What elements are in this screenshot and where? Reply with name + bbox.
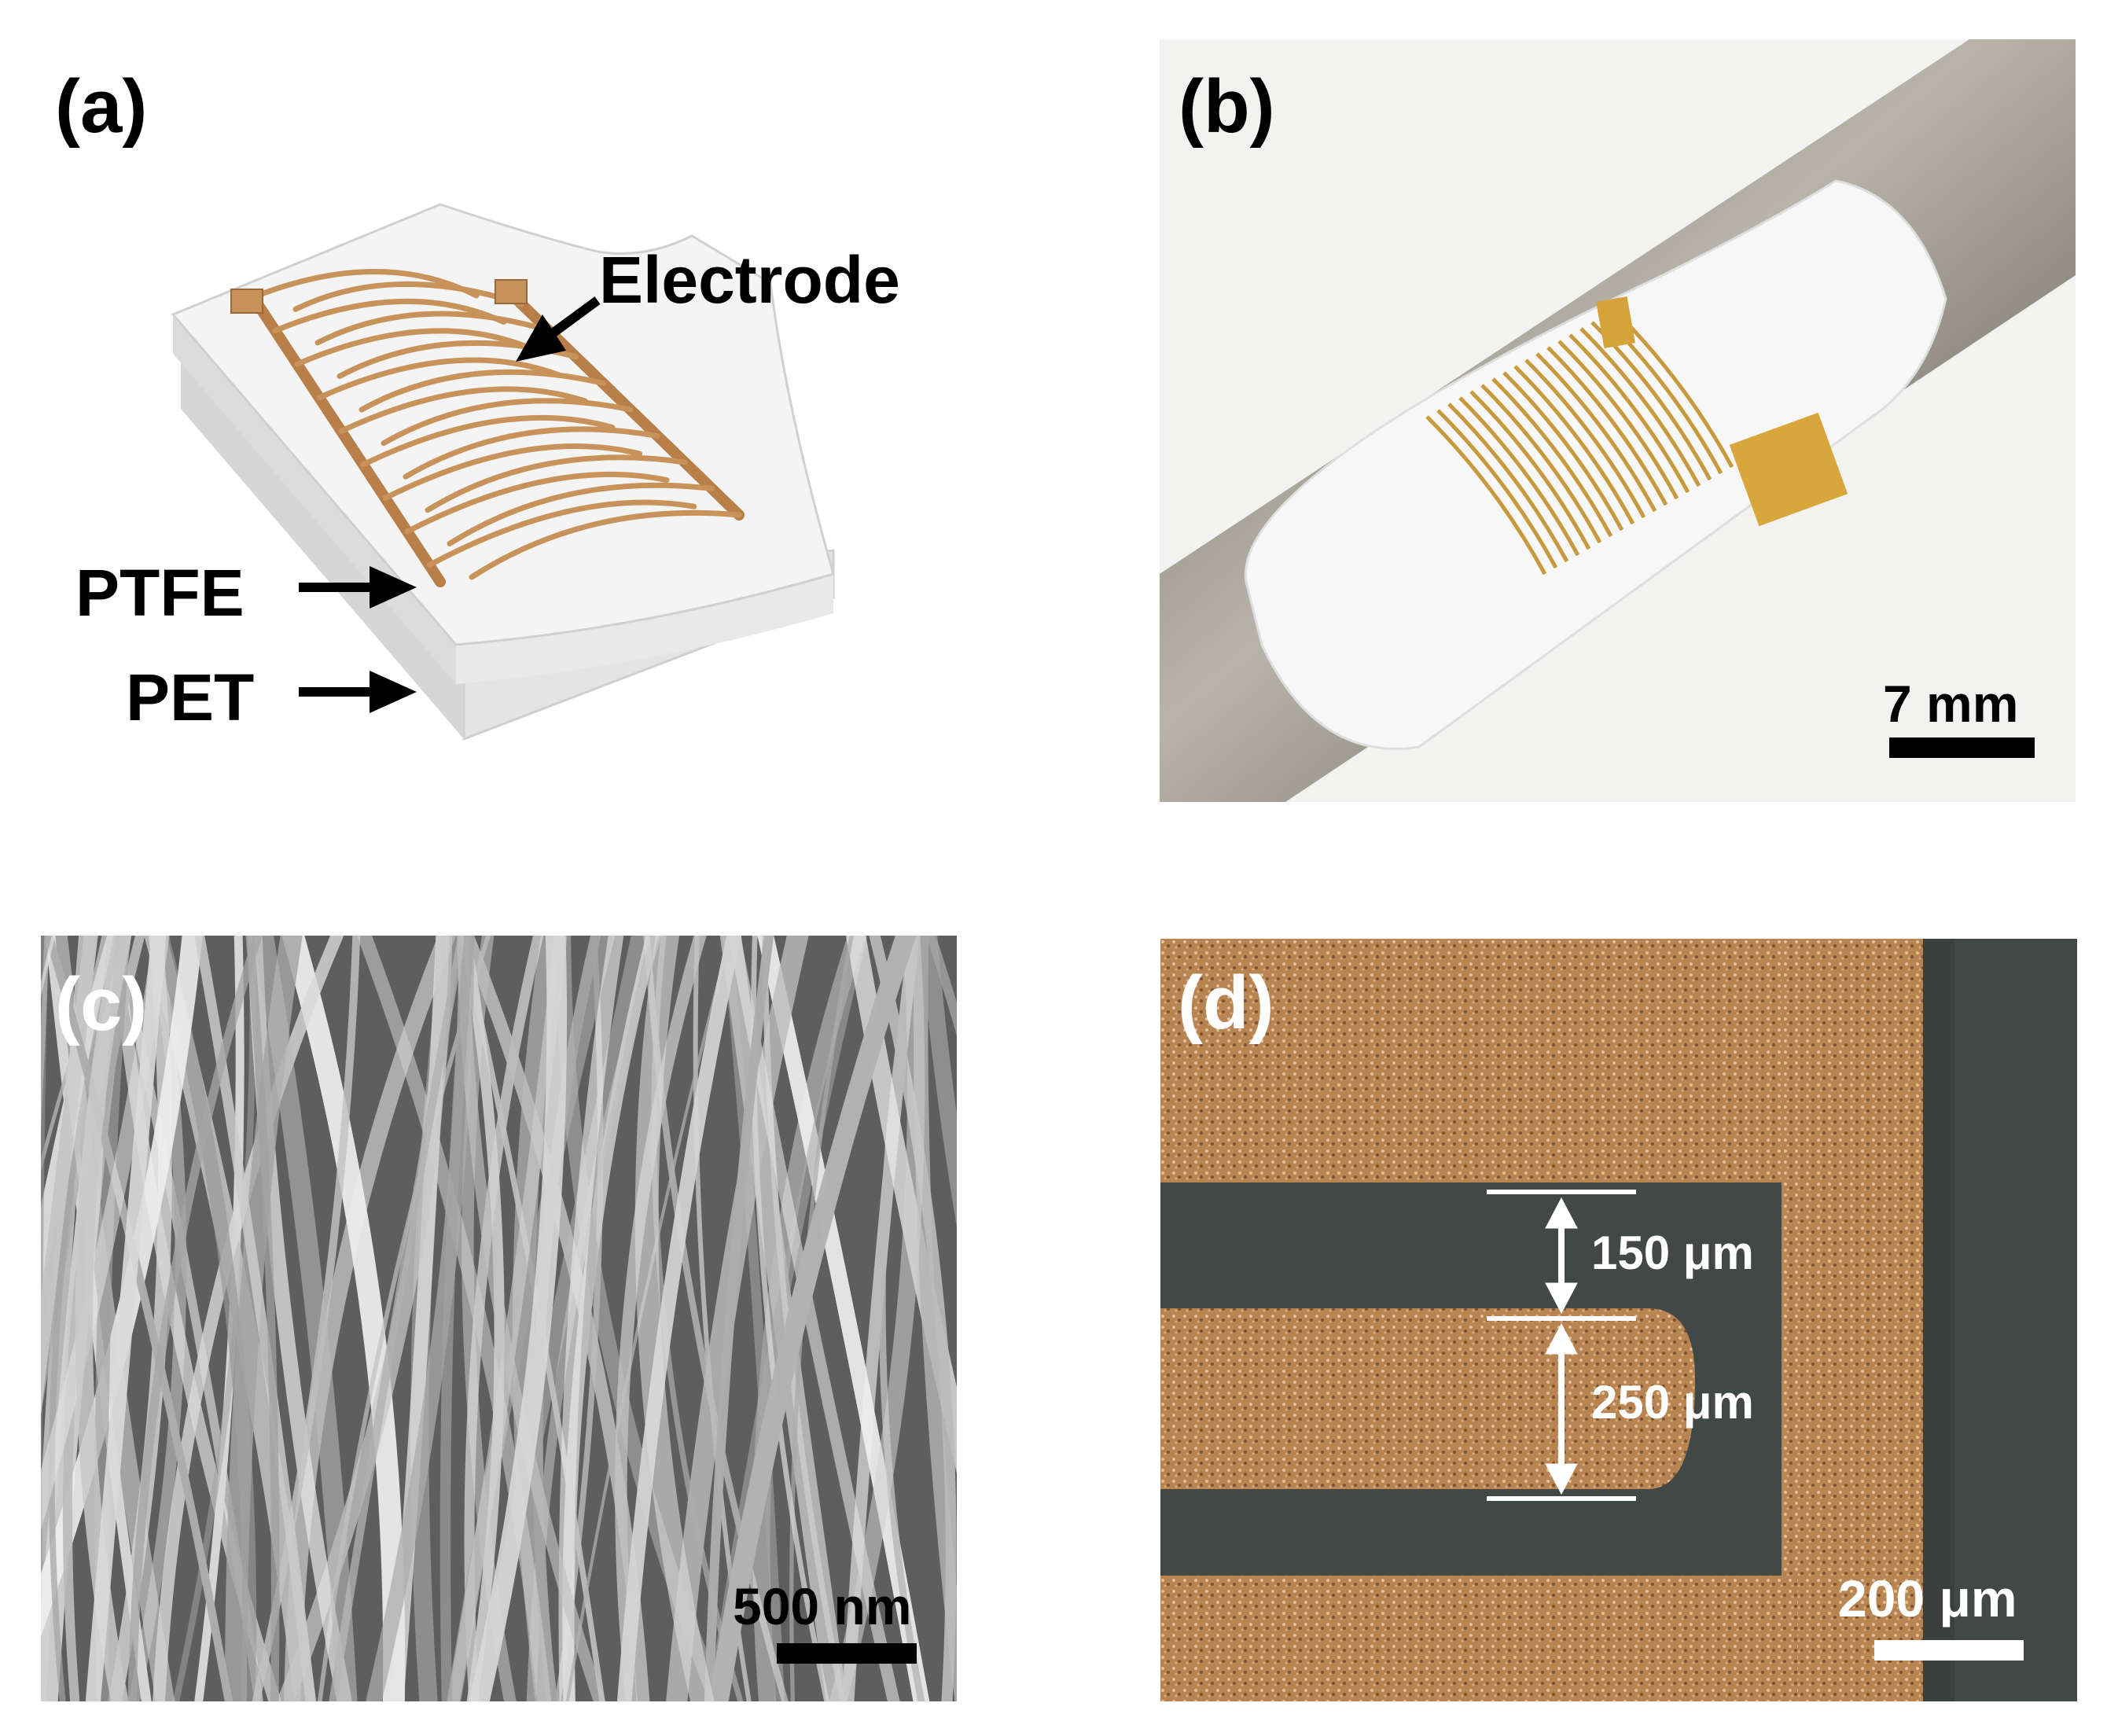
electrode-finger <box>425 454 688 513</box>
arrow-electrode <box>516 296 601 362</box>
electrode-finger <box>382 443 643 502</box>
device-schematic <box>171 203 835 741</box>
nanofiber <box>708 936 917 1701</box>
photo-electrode-line <box>1469 390 1591 550</box>
dimension-150: 150 μm <box>1591 1227 1754 1279</box>
nanofiber <box>469 936 568 1701</box>
electrode-finger <box>292 281 524 312</box>
nanofiber <box>252 936 358 1701</box>
panel-a-label: (a) <box>55 64 148 149</box>
arrow-ptfe <box>299 566 417 609</box>
electrode-finger <box>469 509 742 580</box>
electrode-finger <box>338 386 588 434</box>
nanofiber <box>194 936 316 1701</box>
pet-label: PET <box>126 660 255 734</box>
ptfe-label: PTFE <box>75 556 245 630</box>
nanofiber <box>44 936 233 1701</box>
photo-electrode-line <box>1535 352 1657 513</box>
photo-pad-top <box>1596 296 1635 349</box>
photo-electrode-line <box>1425 415 1547 576</box>
dimension-markers <box>1487 1190 1636 1501</box>
panel-c-label: (c) <box>55 962 148 1046</box>
device-photo <box>1160 39 2076 802</box>
photo-electrode-line <box>1436 409 1558 569</box>
electrode-finger <box>426 499 697 568</box>
dimension-250: 250 μm <box>1591 1376 1754 1429</box>
panel-c: (c) 500 nm <box>41 936 957 1701</box>
photo-electrode-line <box>1458 396 1580 557</box>
photo-electrode-line <box>1480 384 1602 544</box>
scale-bar-b <box>1889 737 2035 758</box>
nanofiber <box>704 936 774 1701</box>
photo-electrode-line <box>1513 365 1635 525</box>
photo-electrode-line <box>1568 333 1690 494</box>
electrode-pad-right <box>495 279 528 304</box>
nanofiber <box>615 936 707 1701</box>
photo-electrode-line <box>1557 340 1679 500</box>
scale-bar-c-text: 500 nm <box>733 1577 912 1635</box>
scale-bar-d <box>1874 1640 2024 1661</box>
photo-pad <box>1729 412 1848 527</box>
photo-electrode-line <box>1524 359 1646 519</box>
panel-a: (a) Electrode PTFE <box>0 0 1022 833</box>
electrode-finger <box>359 369 606 413</box>
electrode-finger <box>316 357 561 401</box>
panel-d: (d) 150 μm 250 μm 200 μm <box>1160 939 2077 1701</box>
scale-bar-d-text: 200 μm <box>1838 1569 2017 1628</box>
nanofiber <box>920 936 957 1227</box>
nanofiber <box>85 936 167 1701</box>
photo-electrode-line <box>1447 403 1569 563</box>
nanofiber <box>439 936 475 1701</box>
nanofiber <box>41 936 123 1304</box>
electrode-finger <box>404 471 670 535</box>
electrode-finger <box>272 298 507 334</box>
photo-electrode-line <box>1502 371 1624 531</box>
electrode-pad-left <box>230 289 263 314</box>
panel-d-label: (d) <box>1178 961 1274 1045</box>
electrode-finger <box>447 482 715 546</box>
electrode-micrograph <box>1160 939 1954 1701</box>
nanofiber <box>869 936 957 1701</box>
electrode-label: Electrode <box>599 243 900 317</box>
nanofiber <box>616 936 742 1701</box>
electrode-finger <box>314 311 552 346</box>
scale-bar-b-text: 7 mm <box>1883 675 2019 733</box>
photo-electrode-line <box>1491 377 1613 538</box>
electrode-finger <box>360 414 616 468</box>
scale-bar-c <box>777 1643 917 1664</box>
nanofiber <box>153 936 344 1701</box>
electrode-finger <box>381 398 634 447</box>
sem-fibers <box>41 936 957 1701</box>
photo-electrode-line <box>1546 346 1668 506</box>
nanofiber <box>245 936 280 1701</box>
arrow-pet <box>299 671 417 713</box>
electrode-finger <box>294 328 534 367</box>
panel-b: (b) 7 mm <box>1160 39 2076 802</box>
nanofiber <box>762 936 846 1701</box>
photo-electrode-line <box>1579 327 1701 487</box>
panel-b-label: (b) <box>1179 64 1275 149</box>
nanofiber <box>829 936 925 1701</box>
nanofiber <box>356 936 552 1701</box>
nanofiber <box>127 936 263 1701</box>
electrode-finger <box>403 426 660 480</box>
nanofiber <box>634 936 715 1701</box>
